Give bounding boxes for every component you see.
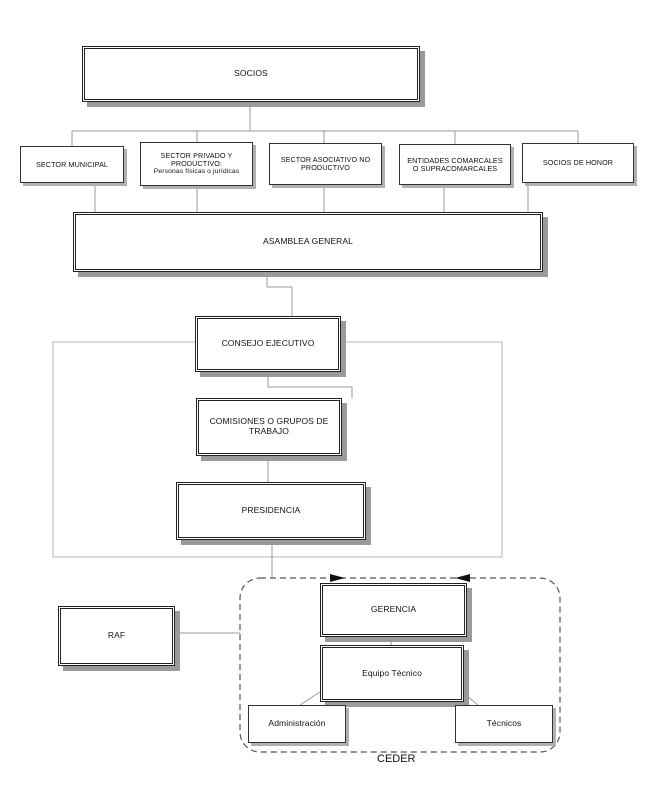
presidencia-box: PRESIDENCIA	[176, 482, 366, 540]
connector-equipo-tecnicos	[461, 691, 479, 706]
entidades-label: ENTIDADES COMARCALES O SUPRACOMARCALES	[407, 155, 503, 173]
raf-label: RAF	[107, 630, 126, 641]
entidades-box: ENTIDADES COMARCALES O SUPRACOMARCALES	[399, 144, 511, 185]
ceder-group-label: CEDER	[377, 753, 416, 765]
comisiones-box: COMISIONES O GRUPOS DE TRABAJO	[196, 398, 342, 456]
gerencia-label: GERENCIA	[370, 604, 417, 615]
socios-honor-box: SOCIOS DE HONOR	[522, 143, 634, 183]
administracion-box: Administración	[248, 705, 346, 743]
raf-box: RAF	[58, 606, 175, 666]
asamblea-label: ASAMBLEA GENERAL	[263, 236, 353, 247]
tecnicos-box: Técnicos	[455, 705, 553, 743]
arrow-left-icon	[455, 574, 470, 582]
arrow-right-icon	[330, 574, 345, 582]
socios-honor-label: SOCIOS DE HONOR	[542, 158, 614, 168]
connector-asamblea-consejo	[266, 272, 293, 316]
comisiones-label: COMISIONES O GRUPOS DE TRABAJO	[209, 416, 329, 436]
consejo-box: CONSEJO EJECUTIVO	[195, 316, 341, 372]
sector-asociativo-box: SECTOR ASOCIATIVO NO PRODUCTIVO	[269, 143, 382, 185]
ceder-group-frame	[239, 577, 561, 753]
connector-equipo-administracion	[299, 691, 321, 706]
sector-privado-subtitle: Personas físicas o jurídicas	[153, 168, 240, 176]
sector-privado-box: SECTOR PRIVADO Y PRODUCTIVO: Personas fí…	[140, 142, 253, 186]
asamblea-box: ASAMBLEA GENERAL	[73, 212, 543, 272]
equipo-tecnico-label: Equipo Técnico	[362, 667, 422, 678]
sector-asociativo-label: SECTOR ASOCIATIVO NO PRODUCTIVO	[280, 155, 371, 172]
presidencia-label: PRESIDENCIA	[241, 505, 301, 516]
consejo-label: CONSEJO EJECUTIVO	[221, 338, 315, 349]
sector-municipal-box: SECTOR MUNICIPAL	[20, 146, 124, 183]
connector-consejo-comisiones	[267, 372, 353, 398]
socios-box: SOCIOS	[82, 46, 420, 102]
sector-privado-title: SECTOR PRIVADO Y PRODUCTIVO:	[160, 151, 233, 169]
tecnicos-label: Técnicos	[486, 718, 522, 729]
equipo-tecnico-box: Equipo Técnico	[320, 645, 464, 702]
administracion-label: Administración	[268, 718, 326, 729]
sector-municipal-label: SECTOR MUNICIPAL	[35, 159, 109, 169]
gerencia-box: GERENCIA	[320, 583, 467, 637]
socios-label: SOCIOS	[234, 68, 268, 79]
